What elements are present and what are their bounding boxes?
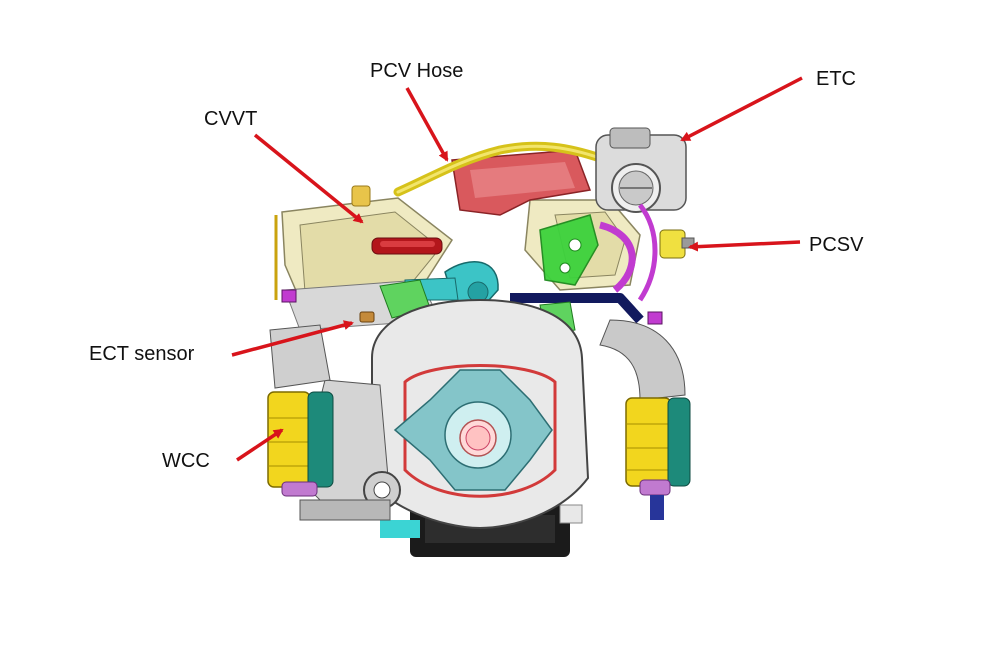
- label-ect-sensor: ECT sensor: [89, 343, 195, 365]
- throttle-body: [595, 127, 687, 213]
- left-catalytic-converter: [267, 324, 334, 497]
- arrow-pcv-hose: [405, 87, 449, 162]
- arrow-cvvt: [253, 133, 364, 224]
- ect-sensor: [359, 311, 375, 323]
- left-cylinder-head: [281, 185, 454, 331]
- arrow-wcc: [236, 428, 284, 462]
- right-catalytic-converter: [599, 319, 691, 520]
- pcsv-valve: [659, 229, 695, 259]
- label-pcsv: PCSV: [809, 234, 864, 256]
- label-etc: ETC: [816, 68, 856, 90]
- arrow-pcsv: [688, 240, 801, 252]
- arrow-etc: [680, 76, 803, 142]
- label-cvvt: CVVT: [204, 108, 258, 130]
- label-pcv-hose: PCV Hose: [370, 60, 464, 82]
- arrow-ect: [231, 320, 354, 357]
- crank-pulley: [393, 369, 553, 491]
- callout-arrows: [231, 76, 803, 462]
- right-cylinder-head: [524, 199, 641, 291]
- label-wcc: WCC: [162, 450, 210, 472]
